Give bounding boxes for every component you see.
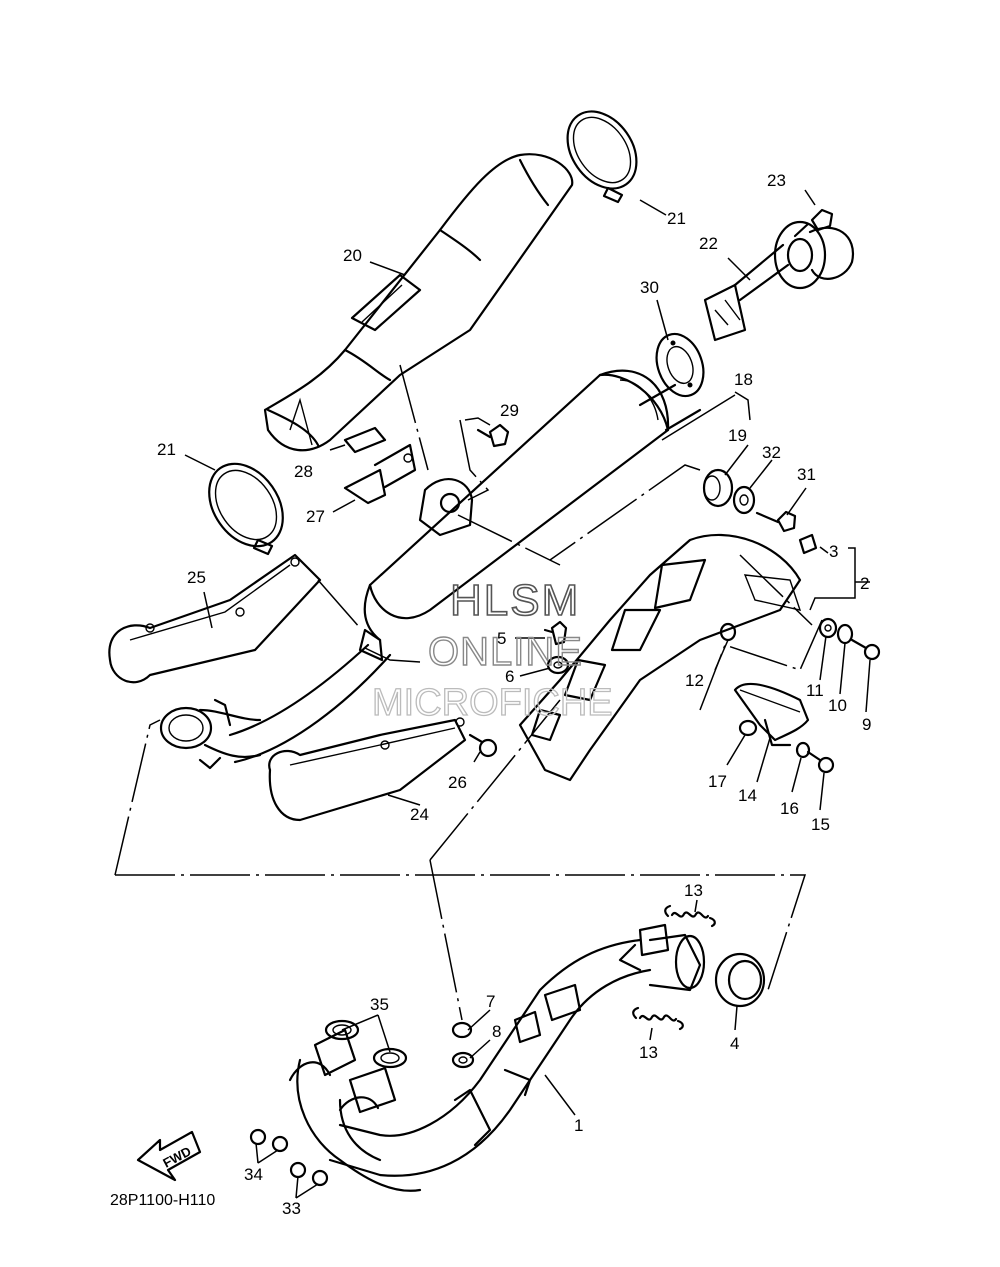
- gasket-35-right[interactable]: [372, 1047, 408, 1069]
- muffler-band-clamp-upper[interactable]: [553, 98, 650, 204]
- nut-34-a[interactable]: [249, 1128, 267, 1146]
- callout-21-lower: 21: [157, 440, 176, 459]
- callout-25: 25: [187, 568, 206, 587]
- callout-13-upper: 13: [684, 881, 703, 900]
- callout-6: 6: [505, 667, 514, 686]
- callout-labels: 1 2 3 4 5 6 7 8 9 10 11 12 13 13 14 15 1…: [157, 171, 871, 1218]
- callout-9: 9: [862, 715, 871, 734]
- callout-19: 19: [728, 426, 747, 445]
- washer-8[interactable]: [451, 1051, 475, 1069]
- callout-35: 35: [370, 995, 389, 1014]
- washer-17[interactable]: [738, 719, 758, 737]
- gasket-35-left[interactable]: [324, 1019, 360, 1041]
- callout-10: 10: [828, 696, 847, 715]
- callout-31: 31: [797, 465, 816, 484]
- protector-14[interactable]: [733, 682, 810, 747]
- bolt-29[interactable]: [476, 423, 510, 448]
- washer-10[interactable]: [836, 623, 854, 645]
- callout-14: 14: [738, 786, 757, 805]
- callout-29: 29: [500, 401, 519, 420]
- callout-2: 2: [860, 574, 869, 593]
- spring-13-lower[interactable]: [632, 1006, 684, 1031]
- bolt-5[interactable]: [543, 620, 568, 646]
- callout-20: 20: [343, 246, 362, 265]
- washer-16[interactable]: [795, 741, 811, 759]
- callout-13-lower: 13: [639, 1043, 658, 1062]
- collar-19[interactable]: [702, 468, 734, 508]
- diagram-code: 28P1100-H110: [110, 1192, 215, 1209]
- bolt-9[interactable]: [850, 638, 881, 661]
- damper-11[interactable]: [818, 617, 838, 639]
- washer-7[interactable]: [451, 1021, 473, 1039]
- callout-4: 4: [730, 1034, 739, 1053]
- damper-28[interactable]: [343, 426, 387, 454]
- exhaust-pipe-protector[interactable]: [518, 533, 802, 782]
- callout-26: 26: [448, 773, 467, 792]
- callout-16: 16: [780, 799, 799, 818]
- tail-pipe[interactable]: [703, 220, 855, 342]
- callout-28: 28: [294, 462, 313, 481]
- callout-32: 32: [762, 443, 781, 462]
- watermark-line2: ONLINE: [428, 630, 583, 674]
- tail-pipe-bolt[interactable]: [793, 208, 834, 238]
- nut-33-a[interactable]: [289, 1161, 307, 1179]
- joint-protector-25[interactable]: [108, 553, 322, 684]
- connecting-pipe[interactable]: [159, 698, 262, 770]
- callout-5: 5: [497, 629, 506, 648]
- callout-23: 23: [767, 171, 786, 190]
- nut-34-b[interactable]: [271, 1135, 289, 1153]
- fwd-arrow-icon: FWD: [136, 1130, 202, 1182]
- callout-24: 24: [410, 805, 429, 824]
- muffler-heat-protector[interactable]: [263, 153, 574, 452]
- callout-34: 34: [244, 1165, 263, 1184]
- washer-6[interactable]: [546, 655, 570, 675]
- muffler-assembly[interactable]: [228, 369, 702, 764]
- screw-26[interactable]: [468, 733, 498, 758]
- exhaust-pipe[interactable]: [288, 923, 706, 1192]
- watermark: HLSM ONLINE MICROFICHE: [371, 575, 613, 724]
- callout-1: 1: [574, 1116, 583, 1135]
- callout-33: 33: [282, 1199, 301, 1218]
- joint-protector-24[interactable]: [268, 717, 467, 822]
- callout-27: 27: [306, 507, 325, 526]
- bolt-31[interactable]: [755, 510, 797, 533]
- tail-pipe-gasket[interactable]: [648, 327, 711, 402]
- callout-12: 12: [685, 671, 704, 690]
- callout-11: 11: [806, 681, 824, 700]
- callout-18: 18: [734, 370, 753, 389]
- washer-32[interactable]: [732, 485, 756, 515]
- callout-30: 30: [640, 278, 659, 297]
- assembly-dashed-lines: [114, 364, 823, 1021]
- callout-22: 22: [699, 234, 718, 253]
- nut-33-b[interactable]: [311, 1169, 329, 1187]
- callout-17: 17: [708, 772, 727, 791]
- callout-15: 15: [811, 815, 830, 834]
- bolt-15[interactable]: [806, 750, 835, 774]
- gasket-4[interactable]: [714, 952, 766, 1008]
- clip-3[interactable]: [798, 533, 818, 555]
- callout-8: 8: [492, 1022, 501, 1041]
- callout-3: 3: [829, 542, 838, 561]
- watermark-line3: MICROFICHE: [372, 682, 613, 724]
- watermark-line1: HLSM: [450, 576, 580, 625]
- bracket-27[interactable]: [343, 443, 417, 505]
- spring-13-upper[interactable]: [664, 904, 716, 928]
- callout-21-upper: 21: [667, 209, 686, 228]
- muffler-band-clamp-lower[interactable]: [194, 450, 298, 560]
- leader-lines: [184, 189, 871, 1199]
- callout-7: 7: [486, 992, 495, 1011]
